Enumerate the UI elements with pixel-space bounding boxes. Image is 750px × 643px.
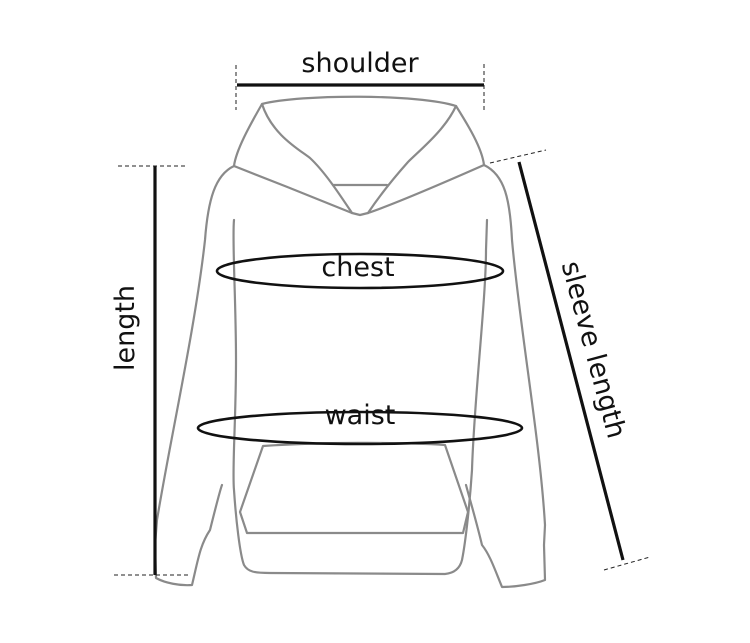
pocket [238,441,470,535]
sleeve-guide-top [489,149,547,164]
collar-left [232,164,370,217]
waist-ellipse [196,410,524,446]
hood-outline [232,95,486,168]
right-sleeve [464,163,547,589]
chest-ellipse [215,252,505,290]
chest-label: chest [321,252,394,283]
measurement-lines [114,64,651,576]
sleeve-length-label: sleeve length [555,258,632,442]
sleeve-guide-bottom [603,556,651,571]
hood-inner-left [260,102,354,215]
sleeve-length-line [517,161,625,561]
shoulder-label: shoulder [301,48,419,79]
hoodie-outline [153,95,547,589]
length-label: length [110,285,141,371]
waist-label: waist [325,400,396,431]
hood-inner-right [366,104,458,215]
collar-right [366,163,486,215]
left-sleeve [153,164,236,587]
